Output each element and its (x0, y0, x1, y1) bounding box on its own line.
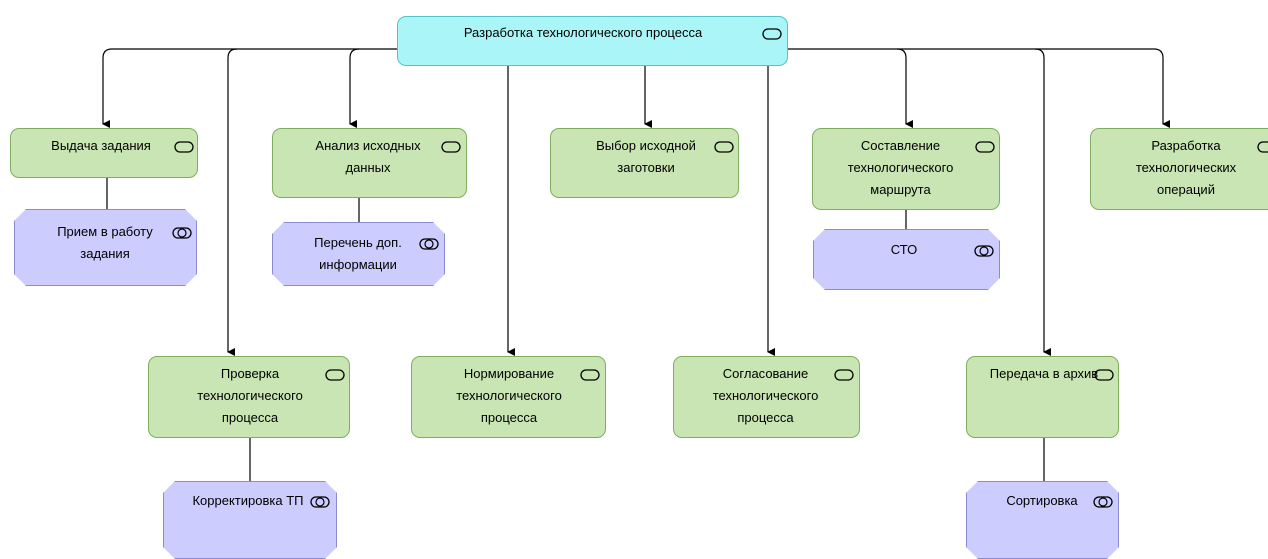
node-label: Передача в архив (989, 366, 1099, 381)
root-node[interactable]: Разработка технологического процесса (397, 16, 788, 66)
function-sortirovka[interactable]: Сортировка (966, 481, 1119, 559)
process-icon (441, 141, 461, 153)
node-label: Нормирование технологического процесса (456, 366, 562, 425)
function-icon (172, 227, 192, 239)
process-icon (1257, 141, 1268, 153)
process-icon (325, 369, 345, 381)
process-icon (834, 369, 854, 381)
node-peredacha-v-arhiv[interactable]: Передача в архив (966, 356, 1119, 438)
node-label: Составление технологического маршрута (847, 138, 954, 197)
process-icon (975, 141, 995, 153)
node-label: Анализ исходных данных (315, 138, 421, 175)
function-icon (419, 238, 439, 250)
node-label: Проверка технологического процесса (197, 366, 303, 425)
process-icon (174, 141, 194, 153)
connector-sostavlenie (896, 48, 913, 128)
bus-right (788, 48, 1164, 59)
function-korrektirovka-tp[interactable]: Корректировка ТП (163, 481, 337, 559)
node-label: Согласование технологического процесса (712, 366, 819, 425)
function-priem-zadaniya[interactable]: Прием в работу задания (14, 209, 197, 286)
connector-proverka (227, 48, 238, 356)
node-razrabotka-operatsiy[interactable]: Разработка технологических операций (1090, 128, 1268, 210)
node-label: Выбор исходной заготовки (596, 138, 696, 175)
connector-analiz (349, 48, 360, 128)
process-icon (580, 369, 600, 381)
function-sto[interactable]: СТО (813, 229, 1000, 290)
node-normirovanie-tp[interactable]: Нормирование технологического процесса (411, 356, 606, 438)
function-label: СТО (890, 242, 918, 257)
node-vydacha-zadaniya[interactable]: Выдача задания (10, 128, 198, 178)
connector-peredacha (1034, 48, 1051, 356)
function-perechen-informatsii[interactable]: Перечень доп. информации (272, 222, 445, 286)
process-icon (1094, 369, 1114, 381)
node-proverka-tp[interactable]: Проверка технологического процесса (148, 356, 350, 438)
function-label: Сортировка (1006, 493, 1078, 508)
node-vybor-zagotovki[interactable]: Выбор исходной заготовки (550, 128, 739, 198)
node-soglasovanie-tp[interactable]: Согласование технологического процесса (673, 356, 860, 438)
function-label: Перечень доп. информации (314, 235, 402, 272)
function-icon (310, 496, 330, 508)
node-analiz-dannyh[interactable]: Анализ исходных данных (272, 128, 467, 198)
node-label: Выдача задания (51, 138, 151, 153)
process-icon (714, 141, 734, 153)
root-label: Разработка технологического процесса (463, 25, 703, 40)
function-label: Корректировка ТП (192, 493, 304, 508)
function-icon (1093, 496, 1113, 508)
node-label: Разработка технологических операций (1135, 138, 1237, 197)
function-label: Прием в работу задания (57, 224, 153, 261)
function-icon (974, 245, 994, 257)
process-icon (762, 28, 782, 40)
bus-left (102, 48, 397, 59)
node-sostavlenie-marshruta[interactable]: Составление технологического маршрута (812, 128, 1000, 210)
